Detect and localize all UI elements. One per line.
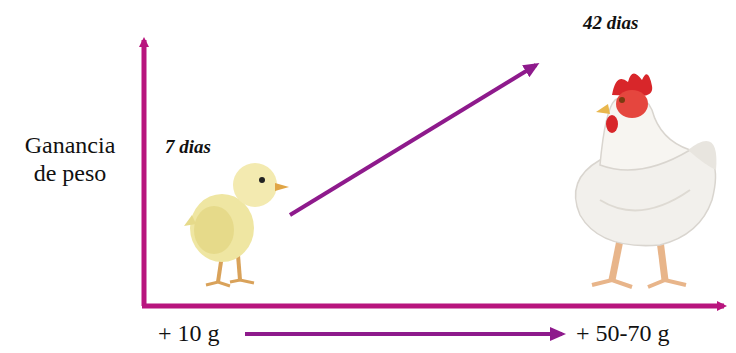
age-label: 7 dias bbox=[165, 136, 211, 158]
x-axis bbox=[142, 304, 724, 309]
chick-picture bbox=[184, 163, 289, 286]
hen-picture bbox=[576, 73, 717, 287]
weight-arrow bbox=[245, 332, 562, 336]
growth-arrow bbox=[290, 65, 536, 215]
weight-label: + 50-70 g bbox=[576, 320, 670, 348]
weight-label: + 10 g bbox=[158, 320, 220, 348]
age-label: 42 dias bbox=[583, 12, 638, 34]
y-axis bbox=[142, 40, 147, 306]
axis-title: Ganancia de peso bbox=[25, 132, 116, 187]
